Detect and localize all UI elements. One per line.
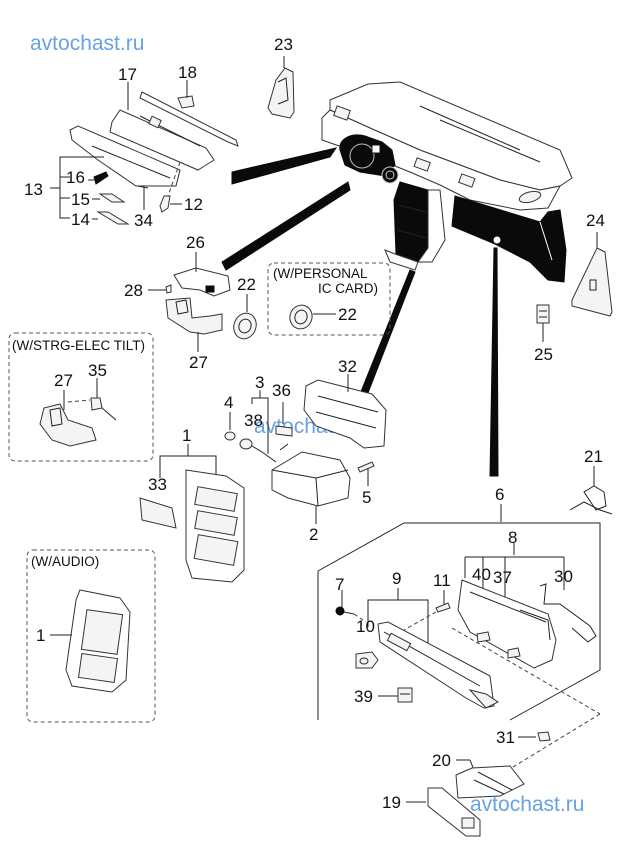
part-9-glove-box-door [367,588,499,709]
callout-36: 36 [272,381,291,400]
part-36-switch [275,402,293,437]
variant-label-personal-ic-card-1: (W/PERSONAL [273,266,368,281]
part-32-heater-control [303,374,387,449]
callout-40: 40 [472,565,491,584]
callout-4: 4 [224,393,233,412]
variant-box-audio [26,549,156,723]
callout-10: 10 [356,617,375,636]
callout-19: 19 [382,793,401,812]
callout-14: 14 [71,210,90,229]
part-12-screw [159,161,182,213]
variant-label-personal-ic-card-2: IC CARD) [318,281,378,296]
callout-27-tilt: 27 [54,371,73,390]
callout-35: 35 [88,361,107,380]
callout-1-audio: 1 [36,626,45,645]
callout-23: 23 [274,35,293,54]
leader-wedge-cowl [231,147,338,185]
part-15-pad [92,193,126,203]
part-26-upper-column-cover [173,252,231,297]
part-6-glove-box-frame [317,504,601,721]
callout-24: 24 [586,211,605,230]
part-14-pad [92,211,130,225]
instrument-panel-assembly [321,81,573,283]
part-25-label [536,304,550,342]
part-21-sensor [569,466,613,515]
part-3-lighter-group [239,390,289,463]
part-33-blank-cover [139,497,177,529]
part-39-label [378,687,413,703]
part-28-clip [148,284,172,294]
part-31-clip [518,731,551,742]
part-2-ashtray [271,451,351,524]
variant-box-strg-elec-tilt [8,332,154,462]
callout-32: 32 [338,357,357,376]
callout-27-main: 27 [189,353,208,372]
callout-34: 34 [134,211,153,230]
callout-22-main: 22 [237,275,256,294]
variant-label-strg-elec-tilt: (W/STRG-ELEC TILT) [12,338,145,353]
callout-8: 8 [508,528,517,547]
callout-1-main: 1 [182,426,191,445]
callout-17: 17 [118,65,137,84]
part-10-latch [355,651,379,669]
part-16-bolt [88,171,109,185]
guide-line-box-insert [507,713,601,771]
callout-13: 13 [24,180,43,199]
callout-12: 12 [184,195,203,214]
callout-37: 37 [493,568,512,587]
part-19-cover [406,787,481,837]
callout-2: 2 [309,525,318,544]
part-17-18-crash-pad-brackets [69,80,239,187]
part-7-screw [335,590,367,623]
callout-5: 5 [362,488,371,507]
callout-7: 7 [335,575,344,594]
part-20-storage-box [455,759,525,799]
callout-11: 11 [433,571,451,590]
callout-18: 18 [178,63,197,82]
part-27-lower-column-cover [165,297,223,352]
callout-31: 31 [496,728,515,747]
part-24-side-cover [571,232,613,317]
part-11-bolt [403,590,451,631]
part-5-bolt [357,461,375,486]
callout-9: 9 [392,569,401,588]
callout-6: 6 [495,485,504,504]
part-13-group-bracket [50,156,104,219]
variant-box-personal-ic-card [267,262,391,336]
part-22-key-ring [233,294,257,340]
callout-22-ic-card: 22 [338,305,357,324]
watermark-top: avtochast.ru [30,32,144,55]
guide-line-glovebox [451,627,601,715]
part-23-side-trim [267,56,295,119]
leader-wedge-column-cover [221,181,351,271]
part-1-center-fascia [159,444,245,583]
part-34-clip [137,185,149,210]
leader-wedge-glovebox [489,247,499,477]
part-4-socket [224,412,236,441]
callout-30: 30 [554,567,573,586]
watermark-bottom: avtochast.ru [470,793,584,816]
callout-20: 20 [432,751,451,770]
part-8-glove-box-housing [457,579,597,669]
callout-3: 3 [255,373,264,392]
callout-26: 26 [186,233,205,252]
callout-25: 25 [534,345,553,364]
callout-16: 16 [66,168,85,187]
variant-label-audio: (W/AUDIO) [31,554,99,569]
callout-33: 33 [148,475,167,494]
callout-21: 21 [584,447,603,466]
callout-15: 15 [71,190,90,209]
callout-38: 38 [244,411,263,430]
callout-39: 39 [354,687,373,706]
callout-28: 28 [124,281,143,300]
